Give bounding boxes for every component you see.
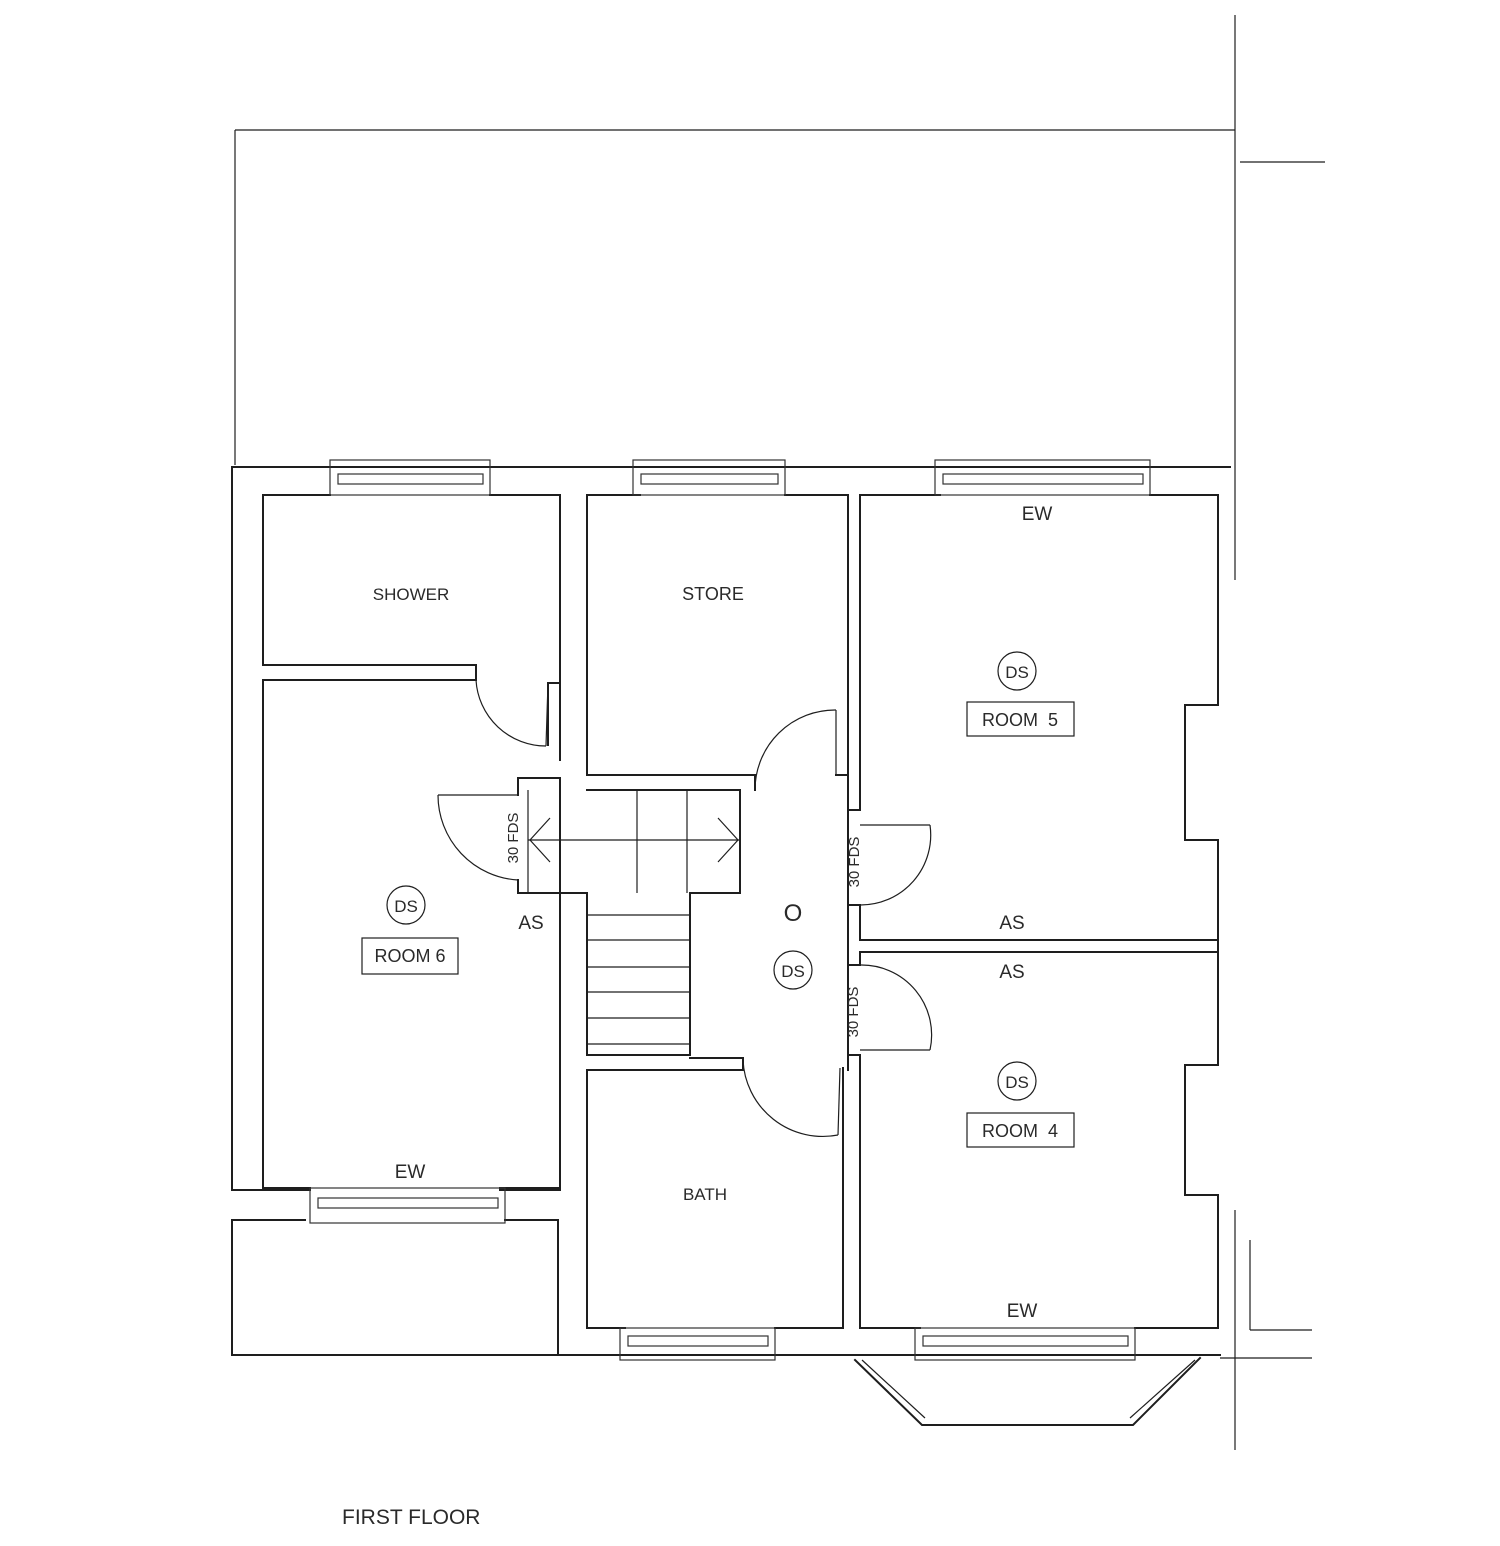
external-walls [231, 466, 1231, 1356]
ew-mark-room4: EW [1007, 1301, 1038, 1322]
staircase [527, 790, 740, 1045]
as-mark-room5: AS [999, 913, 1024, 934]
fds-mark-room5-door: 30 FDS [846, 837, 863, 888]
room-label-store: STORE [682, 584, 744, 604]
room-label-boxes [361, 701, 1075, 1148]
ds-mark-room6: DS [394, 897, 418, 916]
walls-store-stair-bath [586, 494, 1219, 1329]
ds-mark-room5: DS [1005, 663, 1029, 682]
room-label-bath: BATH [683, 1185, 727, 1204]
landing-o-mark: O [784, 900, 803, 927]
ew-mark-room5: EW [1022, 504, 1053, 525]
ds-mark-landing: DS [781, 962, 805, 981]
windows [309, 459, 1151, 1361]
fds-mark-room4-door: 30 FDS [845, 987, 862, 1038]
room-label-shower: SHOWER [373, 585, 450, 604]
as-mark-room6: AS [518, 913, 543, 934]
room-label-room6: ROOM 6 [374, 946, 445, 966]
walls-room5-room4 [847, 494, 1219, 1329]
ds-mark-room4: DS [1005, 1073, 1029, 1092]
bay-window [853, 1356, 1202, 1426]
ds-symbols [386, 651, 1037, 1101]
plan-title: FIRST FLOOR [342, 1506, 480, 1529]
as-mark-room4: AS [999, 962, 1024, 983]
site-boundary [234, 15, 1325, 1450]
ew-mark-room6: EW [395, 1162, 426, 1183]
fds-mark-room6-door: 30 FDS [505, 813, 522, 864]
door-swings [437, 679, 933, 1138]
room-label-room4: ROOM 4 [982, 1121, 1058, 1141]
room-label-room5: ROOM 5 [982, 710, 1058, 730]
walls-shower-room6 [262, 494, 586, 1189]
